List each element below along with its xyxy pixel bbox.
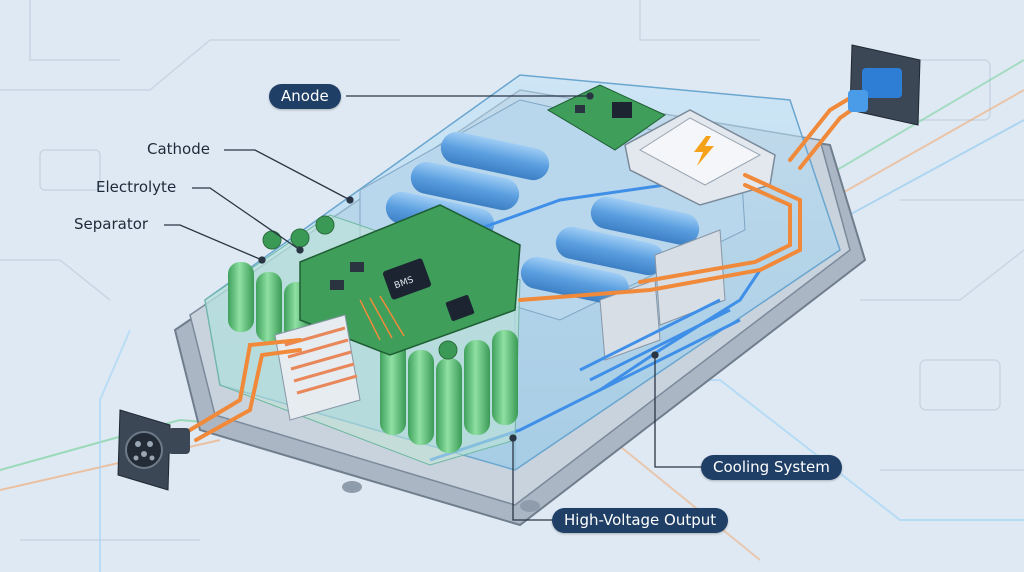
electrolyte-leader: [192, 187, 301, 251]
cooling-leader: [654, 355, 703, 468]
green-cell: [408, 350, 434, 445]
bms-chip: [382, 258, 432, 300]
bms-board: BMS: [299, 204, 521, 356]
green-cell: [436, 358, 462, 453]
high-voltage-output-label: High-Voltage Output: [552, 508, 729, 533]
cell-terminal: [262, 230, 282, 250]
bms-chip: [330, 280, 344, 290]
blue-cell: [590, 196, 700, 246]
mount-tab: [520, 500, 540, 512]
blue-cell: [555, 226, 665, 276]
charging-port: [117, 409, 190, 491]
green-cell: [256, 272, 282, 342]
green-cell: [228, 262, 254, 332]
rear-control-board: [546, 84, 666, 151]
lightning-icon: [694, 136, 714, 166]
separator-label: Separator: [74, 215, 149, 233]
cell-terminal: [438, 340, 458, 360]
cooling-system-label: Cooling System: [701, 455, 842, 480]
rear-board-chip: [575, 105, 585, 113]
green-cell: [492, 330, 518, 425]
charging-port-icon: [125, 431, 163, 469]
separator-leader: [164, 224, 263, 261]
background-traces: [0, 0, 1024, 541]
anode-label: Anode: [269, 84, 341, 109]
blue-cell: [410, 161, 520, 211]
cell-terminal: [290, 228, 310, 248]
bms-chip: [350, 262, 364, 272]
rear-board-chip: [612, 102, 632, 118]
green-cell: [380, 340, 406, 435]
electrolyte-label: Electrolyte: [96, 178, 177, 196]
green-cell: [464, 340, 490, 435]
hv-output-leader: [512, 438, 553, 521]
cathode-label: Cathode: [147, 140, 210, 158]
connector-plug-icon: [862, 68, 902, 98]
cathode-leader: [224, 149, 351, 201]
connector-plug: [848, 44, 921, 126]
blue-cell: [440, 131, 550, 181]
mount-tab: [342, 481, 362, 493]
bms-chip: [445, 295, 475, 321]
cell-terminal: [315, 215, 335, 235]
leader-lines: [164, 92, 703, 521]
